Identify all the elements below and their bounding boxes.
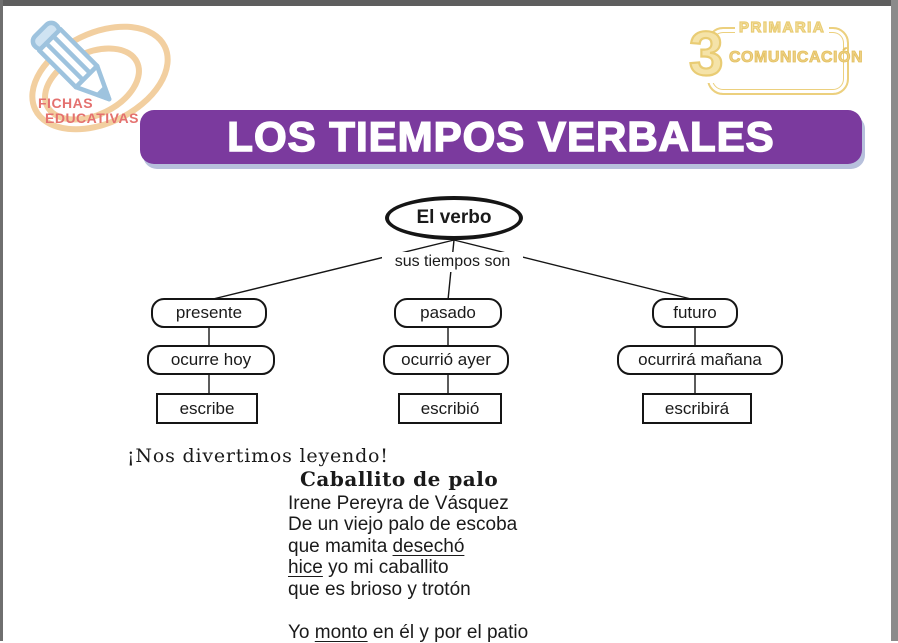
diagram-branch-label: sus tiempos son — [382, 252, 523, 272]
tense-node-futuro: futuro — [652, 298, 738, 328]
brand-name-line1: FICHAS — [38, 96, 93, 110]
badge-grade-number: 3 — [689, 19, 723, 91]
poem-line: Yo monto en él y por el patio — [288, 622, 528, 643]
poem-line: hice yo mi caballito — [288, 557, 528, 579]
poem-line: que es brioso y trotón — [288, 579, 528, 601]
example-node-presente: escribe — [156, 393, 258, 424]
example-node-futuro: escribirá — [642, 393, 752, 424]
poem: Caballito de palo Irene Pereyra de Vásqu… — [288, 469, 528, 643]
badge-level-label: PRIMARIA — [735, 19, 829, 36]
grade-badge: PRIMARIA 3 COMUNICACIÓN — [707, 27, 849, 95]
tense-node-presente: presente — [151, 298, 267, 328]
brand-name-line2: EDUCATIVAS — [45, 111, 139, 125]
window-border-left — [0, 0, 3, 641]
reading-intro: ¡Nos divertimos leyendo! — [127, 445, 389, 467]
poem-author: Irene Pereyra de Vásquez — [288, 493, 528, 515]
example-node-pasado: escribió — [398, 393, 502, 424]
verb-tenses-diagram: El verbo sus tiempos son presente pasado… — [0, 190, 898, 435]
page-title: LOS TIEMPOS VERBALES — [140, 110, 862, 164]
window-border-right — [891, 0, 898, 641]
badge-subject-label: COMUNICACIÓN — [729, 49, 845, 67]
meaning-node-futuro: ocurrirá mañana — [617, 345, 783, 375]
title-banner: LOS TIEMPOS VERBALES — [140, 110, 862, 164]
meaning-node-presente: ocurre hoy — [147, 345, 275, 375]
poem-line: que mamita desechó — [288, 536, 528, 558]
diagram-root-node: El verbo — [385, 196, 523, 240]
meaning-node-pasado: ocurrió ayer — [383, 345, 509, 375]
poem-line — [288, 600, 528, 622]
tense-node-pasado: pasado — [394, 298, 502, 328]
window-border-top — [0, 0, 898, 6]
poem-line: De un viejo palo de escoba — [288, 514, 528, 536]
poem-title: Caballito de palo — [300, 469, 528, 491]
